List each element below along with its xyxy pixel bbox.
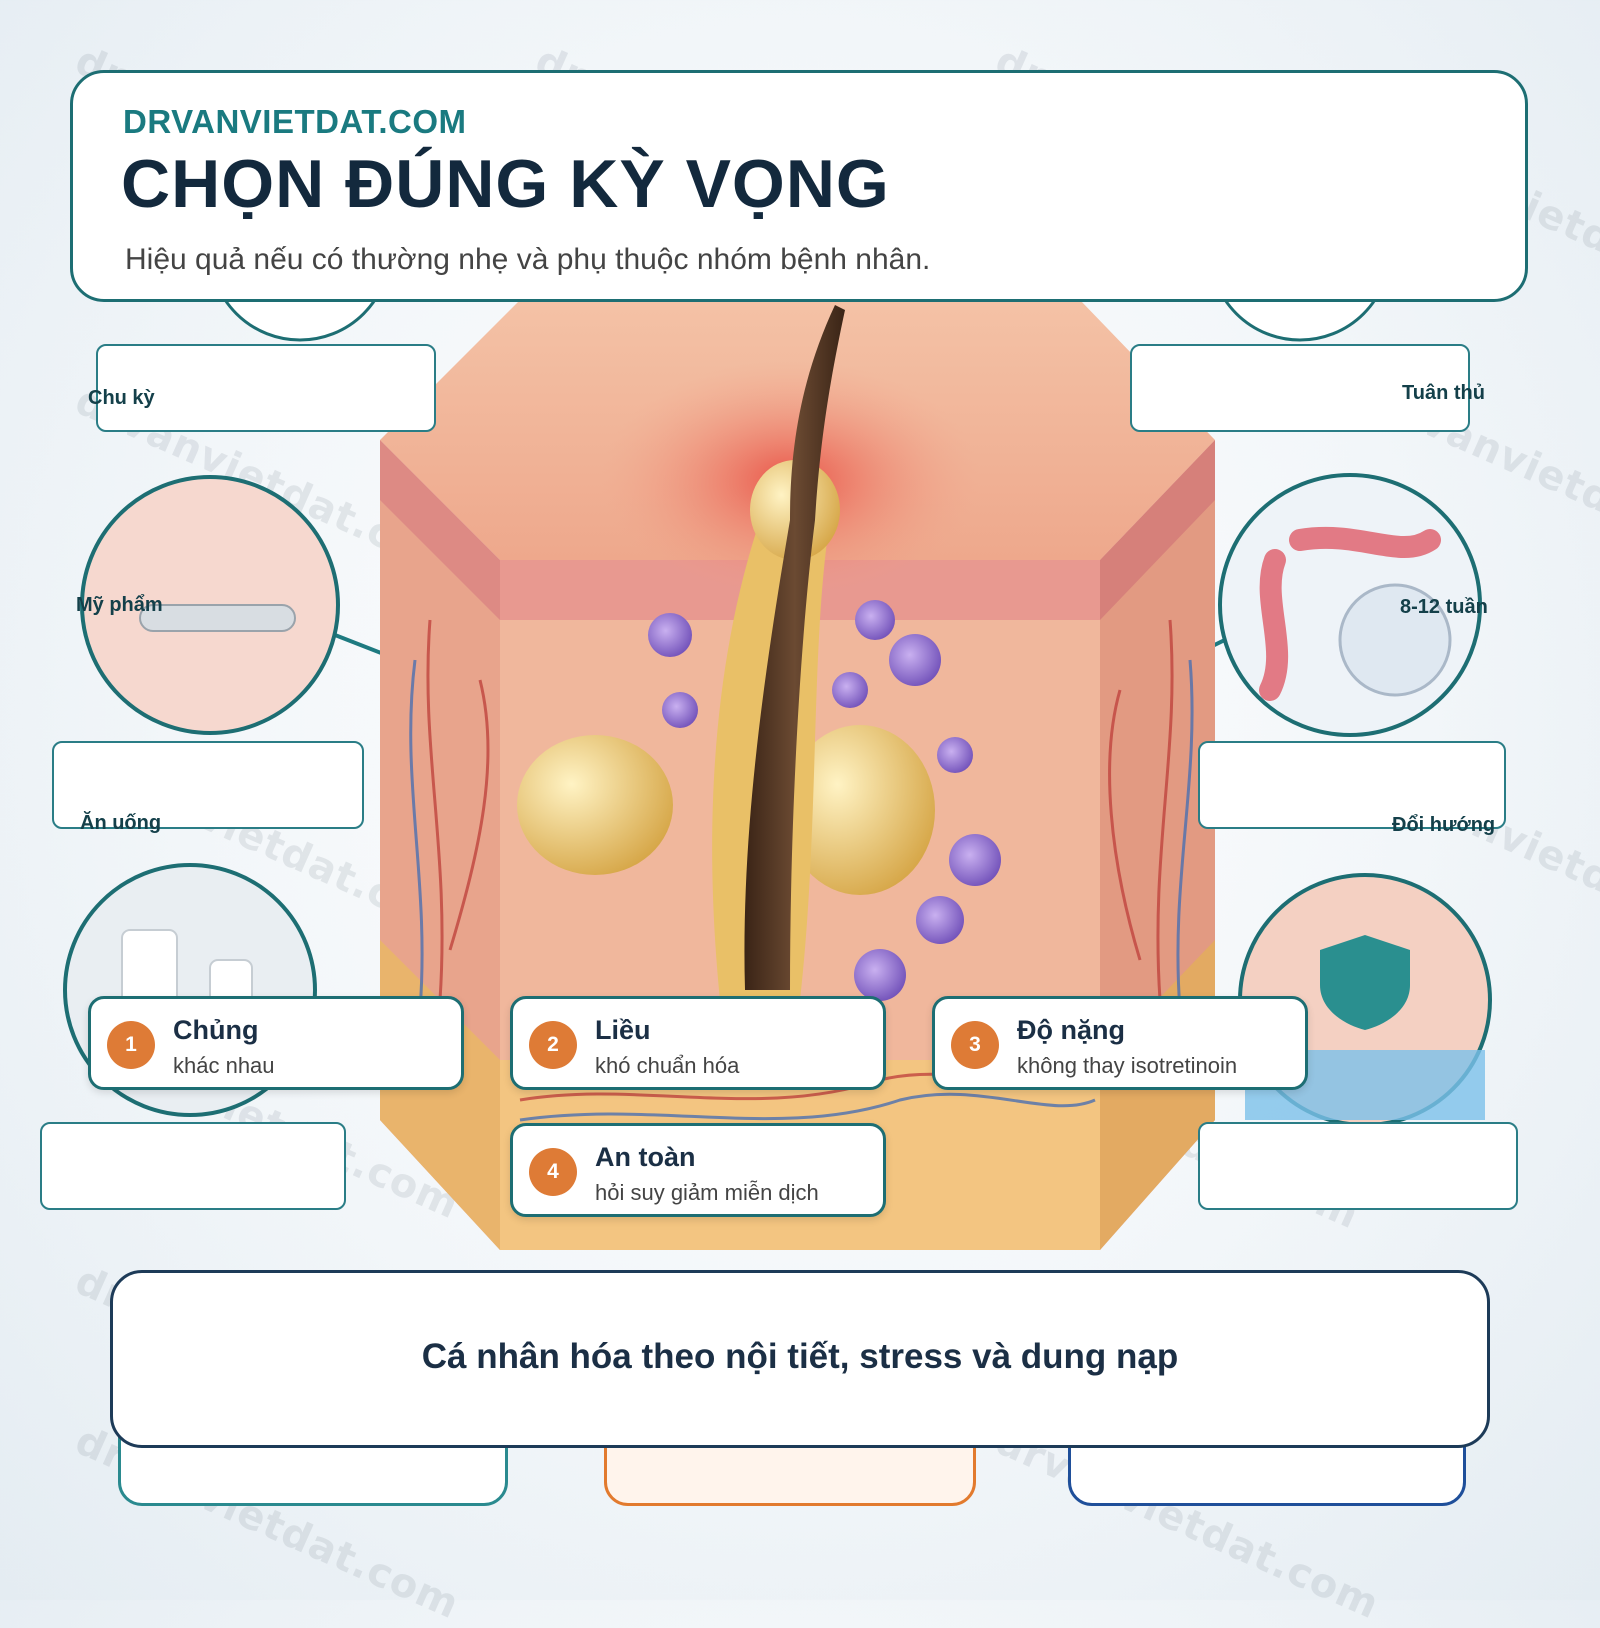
number-badge: 3 (951, 1021, 999, 1069)
footer-panel: Cá nhân hóa theo nội tiết, stress và dun… (110, 1270, 1490, 1448)
label-box-doi-huong (1198, 741, 1506, 829)
card-do-nang: 3 Độ nặng không thay isotretinoin (932, 996, 1308, 1090)
label-tuan-thu: Tuân thủ (1402, 382, 1485, 404)
label-my-pham: Mỹ phẩm (76, 594, 163, 616)
label-box-chu-ky (96, 344, 436, 432)
footer-text: Cá nhân hóa theo nội tiết, stress và dun… (421, 1337, 1179, 1376)
number-badge: 1 (107, 1021, 155, 1069)
header-panel: DRVANVIETDAT.COM CHỌN ĐÚNG KỲ VỌNG Hiệu … (70, 70, 1528, 302)
brand-text: DRVANVIETDAT.COM (123, 103, 467, 140)
label-box-empty-left (40, 1122, 346, 1210)
card-subtitle: hỏi suy giảm miễn dịch (595, 1180, 819, 1205)
label-8-12-tuan: 8-12 tuần (1400, 596, 1488, 618)
card-an-toan: 4 An toàn hỏi suy giảm miễn dịch (510, 1123, 886, 1217)
number-badge: 2 (529, 1021, 577, 1069)
page-title: CHỌN ĐÚNG KỲ VỌNG (121, 146, 890, 222)
label-box-empty-right (1198, 1122, 1518, 1210)
card-lieu: 2 Liều khó chuẩn hóa (510, 996, 886, 1090)
number-badge: 4 (529, 1148, 577, 1196)
card-chung: 1 Chủng khác nhau (88, 996, 464, 1090)
skin-block (380, 300, 1215, 1250)
card-title: An toàn (595, 1142, 696, 1172)
page-subtitle: Hiệu quả nếu có thường nhẹ và phụ thuộc … (125, 243, 931, 276)
label-an-uong: Ăn uống (80, 812, 162, 834)
card-subtitle: khác nhau (173, 1053, 275, 1078)
label-box-an-uong (52, 741, 364, 829)
card-title: Liều (595, 1015, 651, 1045)
card-subtitle: không thay isotretinoin (1017, 1053, 1238, 1078)
label-chu-ky: Chu kỳ (88, 387, 155, 409)
label-doi-huong: Đổi hướng (1392, 814, 1496, 836)
label-box-tuan-thu (1130, 344, 1470, 432)
card-subtitle: khó chuẩn hóa (595, 1053, 740, 1078)
card-title: Chủng (173, 1015, 259, 1045)
card-title: Độ nặng (1017, 1015, 1125, 1045)
